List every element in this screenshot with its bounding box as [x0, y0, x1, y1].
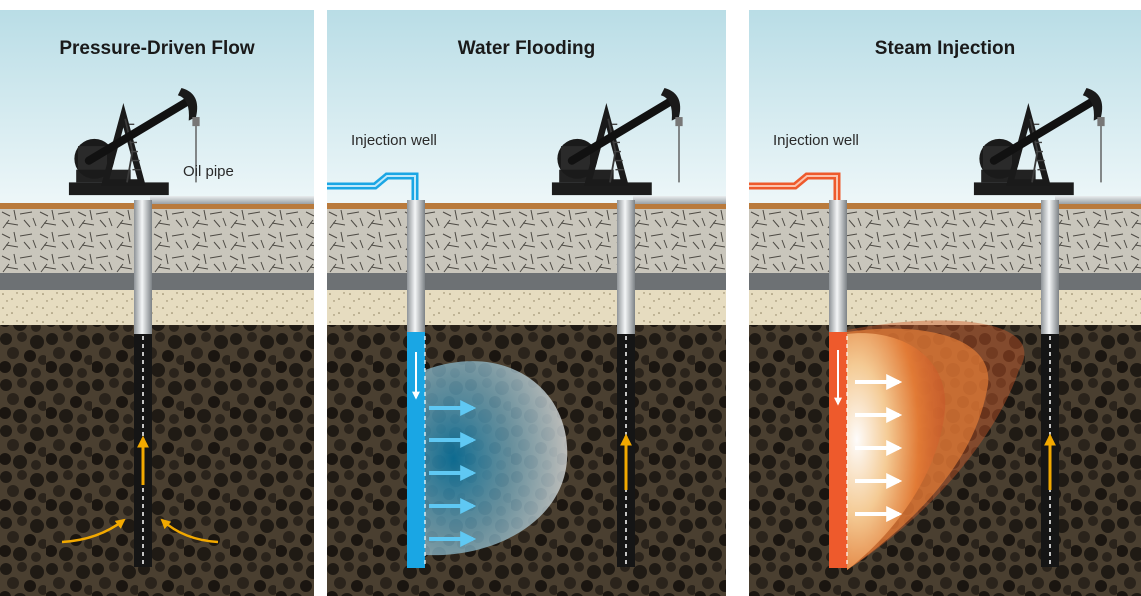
injection-well-label: Injection well — [351, 132, 437, 149]
sand-layer — [0, 290, 314, 325]
oil-pipe — [633, 196, 726, 204]
steam-injection-illustration — [749, 10, 1141, 596]
injection-well-casing — [829, 200, 847, 332]
injection-well-bore — [829, 332, 847, 568]
gravel-layer — [327, 209, 726, 273]
sky — [0, 10, 314, 206]
well-casing — [134, 200, 152, 334]
injection-well-label: Injection well — [773, 132, 859, 149]
panel-title: Water Flooding — [457, 38, 596, 59]
oil-pipe-label: Oil pipe — [183, 163, 234, 180]
steam-injection-pipe-highlight — [749, 175, 838, 200]
injection-well-bore — [407, 332, 425, 568]
panel-pressure-driven-flow: Pressure-Driven Flow Oil pipe — [0, 10, 314, 596]
production-well-casing — [1041, 200, 1059, 334]
oil-pipe — [1055, 196, 1141, 204]
gravel-layer — [0, 209, 314, 273]
sand-layer — [327, 290, 726, 325]
panel-water-flooding: Water Flooding Injection well — [327, 10, 726, 596]
left-inflow-arrow — [61, 518, 126, 544]
right-inflow-arrow — [160, 518, 219, 544]
oil-pipe — [150, 196, 314, 204]
panel-steam-injection: Steam Injection Injection well — [749, 10, 1141, 596]
shale-layer — [749, 273, 1141, 290]
gravel-layer — [749, 209, 1141, 273]
panel-title: Steam Injection — [874, 38, 1016, 59]
sand-layer — [749, 290, 1141, 325]
water-injection-pipe-highlight — [327, 175, 416, 200]
pressure-driven-flow-illustration — [0, 10, 314, 596]
water-flooding-illustration — [327, 10, 726, 596]
topsoil-layer — [327, 203, 726, 209]
panel-title: Pressure-Driven Flow — [59, 38, 255, 59]
reservoir-rock-layer — [0, 325, 314, 596]
topsoil-layer — [749, 203, 1141, 209]
topsoil-layer — [0, 203, 314, 209]
shale-layer — [327, 273, 726, 290]
production-well-casing — [617, 200, 635, 334]
injection-well-casing — [407, 200, 425, 332]
shale-layer — [0, 273, 314, 290]
